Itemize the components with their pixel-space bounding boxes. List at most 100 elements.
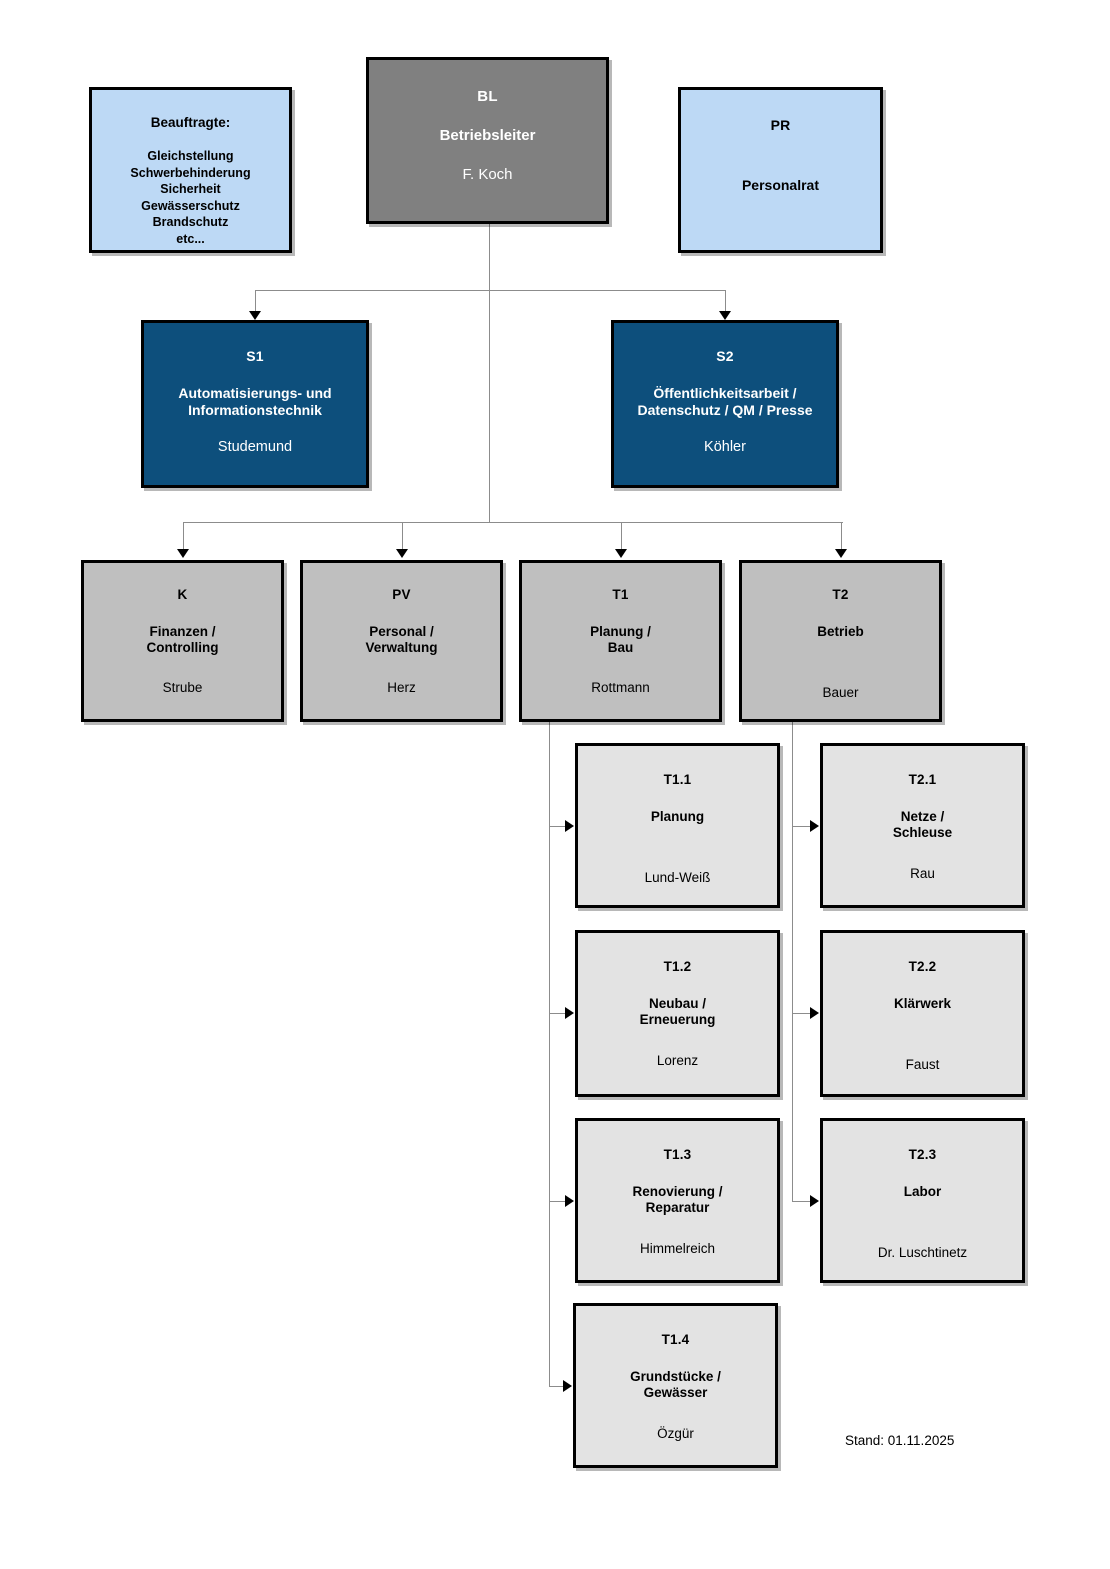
node-title: Personal / Verwaltung [365, 624, 437, 657]
node-title-line: Erneuerung [639, 1012, 716, 1028]
node-title-line: Datenschutz / QM / Presse [637, 402, 813, 419]
node-title: Betriebsleiter [439, 127, 536, 144]
node-title: Öffentlichkeitsarbeit / Datenschutz / QM… [637, 385, 812, 419]
connector-t21-branch [792, 826, 812, 827]
node-title-line: Automatisierungs- und [178, 385, 332, 401]
node-beauftragte[interactable]: Beauftragte: Gleichstellung Schwerbehind… [89, 87, 292, 253]
node-title-line: Neubau / [648, 996, 706, 1011]
node-t1-4[interactable]: T1.4 Grundstücke / Gewässer Özgür [573, 1303, 778, 1468]
node-t2-1[interactable]: T2.1 Netze / Schleuse Rau [820, 743, 1025, 908]
node-k[interactable]: K Finanzen / Controlling Strube [81, 560, 284, 722]
node-title: Planung / Bau [590, 624, 651, 657]
node-title-line: Öffentlichkeitsarbeit / [653, 385, 797, 401]
arrow-into-t22 [810, 1007, 819, 1019]
node-code: PV [392, 587, 411, 602]
beauftragte-item: Gleichstellung [147, 149, 234, 163]
arrow-into-t12 [565, 1007, 574, 1019]
arrow-into-t13 [565, 1195, 574, 1207]
node-person: Lorenz [656, 1052, 699, 1068]
connector-pv-drop [402, 522, 403, 549]
connector-t2-spine [792, 722, 793, 1201]
node-title: Renovierung / Reparatur [632, 1184, 722, 1217]
node-title: Planung [651, 809, 704, 825]
node-title-line: Grundstücke / [630, 1369, 721, 1384]
connector-t14-branch [549, 1386, 565, 1387]
connector-t22-branch [792, 1013, 812, 1014]
node-title: Netze / Schleuse [893, 809, 952, 842]
arrow-into-s2 [719, 311, 731, 320]
node-person: Özgür [657, 1425, 694, 1441]
node-person: Faust [905, 1057, 940, 1073]
node-t1-1[interactable]: T1.1 Planung Lund-Weiß [575, 743, 780, 908]
node-t2-2[interactable]: T2.2 Klärwerk Faust [820, 930, 1025, 1097]
node-title-line: Schleuse [892, 825, 953, 841]
node-person: Herz [387, 679, 416, 695]
node-code: BL [477, 88, 498, 105]
node-code: PR [770, 117, 791, 133]
arrow-into-t11 [565, 820, 574, 832]
connector-t13-branch [549, 1201, 567, 1202]
arrow-into-t2 [835, 549, 847, 558]
beauftragte-item: Brandschutz [152, 215, 229, 229]
node-title-line: Bau [607, 640, 634, 656]
node-t1[interactable]: T1 Planung / Bau Rottmann [519, 560, 722, 722]
node-personalrat[interactable]: PR Personalrat [678, 87, 883, 253]
beauftragte-item: Gewässerschutz [141, 198, 240, 213]
connector-t1-spine [549, 722, 550, 1386]
node-s2[interactable]: S2 Öffentlichkeitsarbeit / Datenschutz /… [611, 320, 839, 488]
node-t1-2[interactable]: T1.2 Neubau / Erneuerung Lorenz [575, 930, 780, 1097]
node-person: Himmelreich [639, 1240, 715, 1256]
node-title-line: Planung [650, 809, 705, 824]
node-person: Lund-Weiß [644, 870, 711, 886]
node-code: T1.3 [663, 1147, 692, 1162]
node-person: Köhler [704, 439, 746, 456]
node-person: Rau [910, 865, 935, 881]
beauftragte-item: Schwerbehinderung [130, 165, 251, 180]
node-betriebsleiter[interactable]: BL Betriebsleiter F. Koch [366, 57, 609, 224]
arrow-into-t21 [810, 820, 819, 832]
node-code: T1.2 [663, 959, 692, 974]
node-code: T2.2 [908, 959, 937, 974]
connector-department-bar [183, 522, 843, 523]
connector-t23-branch [792, 1201, 812, 1202]
node-title: Automatisierungs- und Informationstechni… [178, 385, 331, 419]
node-pv[interactable]: PV Personal / Verwaltung Herz [300, 560, 503, 722]
node-person: Strube [162, 679, 203, 695]
connector-t1-drop [621, 522, 622, 549]
connector-bl-trunk [489, 224, 490, 523]
node-code: T1.1 [663, 772, 692, 787]
node-person: Dr. Luschtinetz [877, 1245, 968, 1261]
node-t2[interactable]: T2 Betrieb Bauer [739, 560, 942, 722]
connector-t2-drop [841, 522, 842, 549]
node-title-line: Planung / [590, 624, 651, 639]
arrow-into-s1 [249, 311, 261, 320]
node-title: Labor [904, 1184, 942, 1200]
node-title-line: Gewässer [643, 1385, 708, 1401]
arrow-into-t23 [810, 1195, 819, 1207]
node-title-line: Klärwerk [893, 996, 952, 1011]
node-code: T1 [612, 587, 629, 602]
connector-s1-drop [255, 290, 256, 313]
arrow-into-k [177, 549, 189, 558]
node-title-line: Netze / [900, 809, 945, 824]
node-title: Personalrat [741, 177, 820, 193]
beauftragte-list: Gleichstellung Schwerbehinderung Sicherh… [130, 148, 250, 247]
node-title: Neubau / Erneuerung [640, 996, 716, 1029]
node-title-line: Controlling [146, 640, 219, 656]
arrow-into-t1 [615, 549, 627, 558]
node-person: F. Koch [462, 166, 513, 184]
beauftragte-item: Sicherheit [160, 182, 221, 196]
node-t2-3[interactable]: T2.3 Labor Dr. Luschtinetz [820, 1118, 1025, 1283]
node-t1-3[interactable]: T1.3 Renovierung / Reparatur Himmelreich [575, 1118, 780, 1283]
node-title-line: Personal / [369, 624, 434, 639]
node-title-line: Renovierung / [632, 1184, 723, 1199]
beauftragte-heading: Beauftragte: [150, 115, 231, 130]
node-title: Finanzen / Controlling [147, 624, 219, 657]
connector-s2-drop [725, 290, 726, 313]
connector-t12-branch [549, 1013, 567, 1014]
node-title-line: Labor [903, 1184, 942, 1199]
node-person: Studemund [217, 439, 293, 456]
node-s1[interactable]: S1 Automatisierungs- und Informationstec… [141, 320, 369, 488]
node-code: T2.3 [908, 1147, 937, 1162]
